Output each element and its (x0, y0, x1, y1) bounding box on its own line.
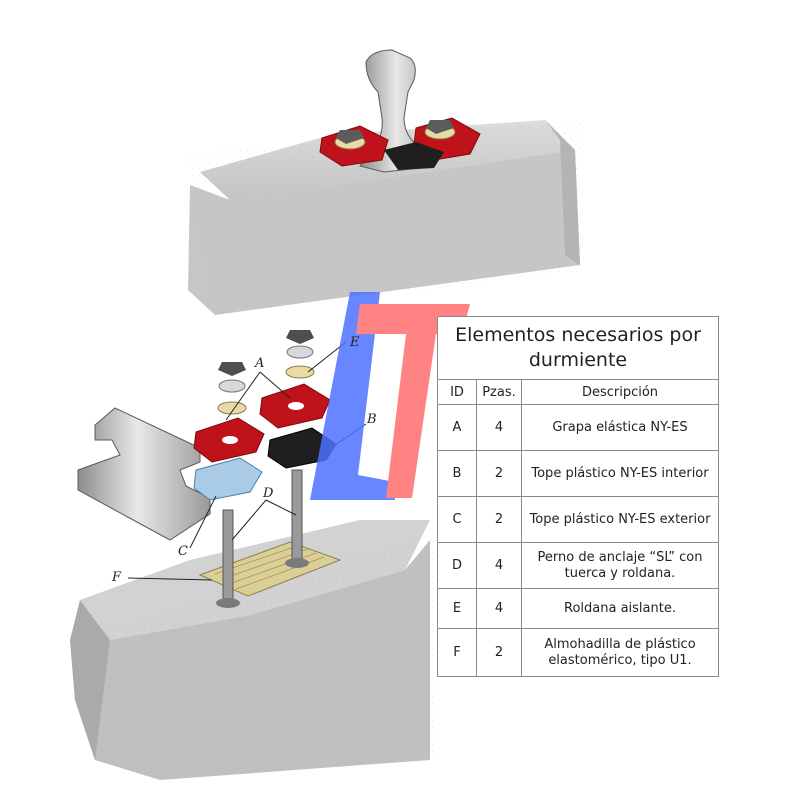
anchor-bolt-left (216, 509, 240, 608)
header-desc: Descripción (521, 379, 719, 405)
table-title: Elementos necesarios por durmiente (437, 316, 719, 380)
row-id: C (437, 496, 477, 543)
table-row: C 2 Tope plástico NY-ES exterior (437, 496, 719, 543)
watermark-red-shape (356, 304, 470, 498)
row-desc: Perno de anclaje “SL” con tuerca y rolda… (521, 542, 719, 589)
table-row: D 4 Perno de anclaje “SL” con tuerca y r… (437, 542, 719, 589)
row-desc: Roldana aislante. (521, 588, 719, 629)
nut-2 (286, 330, 314, 344)
insulator-assembled (384, 142, 444, 170)
callout-e: E (350, 335, 360, 350)
table-row: B 2 Tope plástico NY-ES interior (437, 450, 719, 497)
row-qty: 2 (476, 628, 522, 677)
row-desc: Tope plástico NY-ES exterior (521, 496, 719, 543)
row-id: D (437, 542, 477, 589)
clip-hole-2 (288, 402, 304, 410)
table-row: E 4 Roldana aislante. (437, 588, 719, 629)
callout-f: F (112, 570, 122, 585)
row-qty: 4 (476, 542, 522, 589)
steel-washer-2 (286, 345, 314, 359)
nut-right-assembled (426, 120, 454, 134)
row-qty: 2 (476, 450, 522, 497)
assembled-sleeper-view (188, 49, 583, 320)
callout-a: A (255, 356, 265, 371)
row-qty: 4 (476, 588, 522, 629)
watermark-logo (310, 292, 470, 500)
table-row: A 4 Grapa elástica NY-ES (437, 404, 719, 451)
row-id: B (437, 450, 477, 497)
nut-1 (218, 362, 246, 376)
row-desc: Grapa elástica NY-ES (521, 404, 719, 451)
insulating-washer-e-2 (285, 365, 315, 379)
header-id: ID (437, 379, 477, 405)
steel-washer-1 (218, 379, 246, 393)
nut-left-assembled (336, 130, 364, 144)
insulator-exterior-c (193, 457, 263, 501)
row-desc: Tope plástico NY-ES interior (521, 450, 719, 497)
callout-d: D (263, 486, 274, 501)
parts-table: Elementos necesarios por durmiente ID Pz… (437, 316, 719, 677)
row-id: E (437, 588, 477, 629)
header-qty: Pzas. (476, 379, 522, 405)
row-id: F (437, 628, 477, 677)
watermark-blue-shape (310, 292, 395, 500)
rail-exploded (77, 407, 211, 541)
callout-c: C (178, 544, 188, 559)
anchor-bolt-right (285, 469, 309, 568)
row-id: A (437, 404, 477, 451)
row-desc: Almohadilla de plástico elastomérico, ti… (521, 628, 719, 677)
insulating-washer-e-1 (217, 401, 247, 415)
clip-hole-1 (222, 436, 238, 444)
table-row: F 2 Almohadilla de plástico elastomérico… (437, 628, 719, 677)
row-qty: 2 (476, 496, 522, 543)
row-qty: 4 (476, 404, 522, 451)
callout-b: B (367, 412, 377, 427)
exploded-sleeper-view (70, 330, 435, 780)
